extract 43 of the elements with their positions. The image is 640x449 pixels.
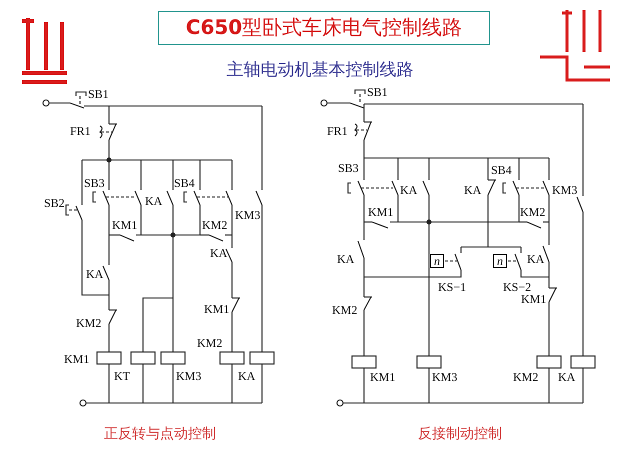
speed-relay-symbol: n: [493, 254, 507, 268]
component-label: KA: [210, 246, 228, 260]
component-label: KA: [337, 252, 354, 266]
component-label: SB3: [84, 176, 105, 190]
component-label: KT: [114, 369, 130, 383]
component-label: FR1: [327, 124, 348, 138]
component-label: KM1: [368, 205, 394, 219]
component-label: KM3: [432, 370, 458, 384]
component-label: KA: [464, 183, 482, 197]
component-label: SB1: [367, 85, 388, 99]
component-label: KA: [238, 369, 256, 383]
component-label: KM2: [520, 205, 546, 219]
component-label: KM1: [64, 352, 90, 366]
component-label: KA: [558, 370, 576, 384]
component-label: KM2: [332, 303, 358, 317]
component-label: KM2: [513, 370, 538, 384]
title-banner: C650型卧式车床电气控制线路: [158, 11, 490, 45]
component-label: KM1: [521, 292, 546, 306]
subtitle: 主轴电动机基本控制线路: [226, 60, 414, 80]
component-label: SB3: [338, 161, 359, 175]
component-label: KA: [527, 252, 544, 266]
component-label: SB2: [44, 196, 65, 210]
component-label: KM3: [552, 183, 578, 197]
component-label: KA: [145, 194, 162, 208]
component-label: KM3: [176, 369, 202, 383]
caption: 反接制动控制: [417, 426, 503, 444]
component-label: KM2: [202, 218, 228, 232]
component-label: FR1: [70, 124, 91, 138]
component-label: KA: [400, 183, 418, 197]
component-label: KM3: [235, 208, 260, 222]
component-label: KM1: [370, 370, 396, 384]
component-label: KS−1: [438, 280, 466, 294]
component-label: KM2: [197, 336, 222, 350]
component-label: SB4: [491, 163, 512, 177]
component-label: SB4: [174, 176, 195, 190]
component-label: KM2: [76, 316, 102, 330]
speed-relay-symbol: n: [430, 254, 444, 268]
caption: 正反转与点动控制: [103, 426, 217, 444]
component-label: KM1: [204, 302, 230, 316]
component-label: SB1: [88, 87, 109, 101]
component-label: KM1: [112, 218, 138, 232]
component-label: KA: [86, 267, 104, 281]
component-label: KS−2: [503, 280, 532, 294]
